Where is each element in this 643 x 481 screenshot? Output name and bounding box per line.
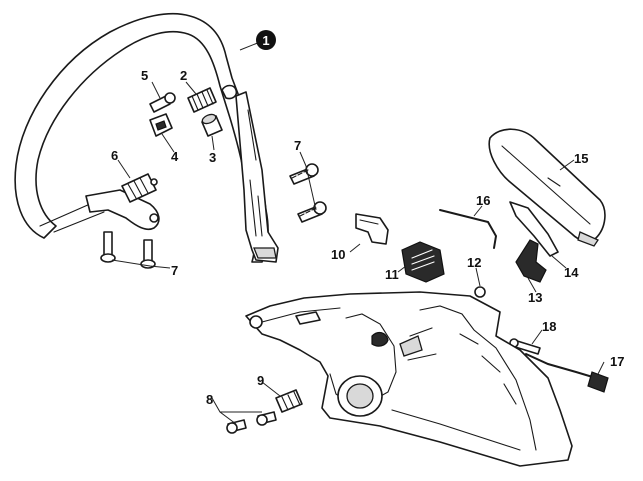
screws-8-part — [226, 411, 277, 434]
callout-3: 3 — [209, 150, 216, 165]
lever-13-part — [515, 239, 547, 283]
spring-6-part — [121, 173, 158, 203]
callout-8: 8 — [206, 392, 213, 407]
callout-7-upper: 7 — [294, 138, 301, 153]
callout-16: 16 — [476, 193, 490, 208]
callout-15: 15 — [574, 151, 588, 166]
choke-rod-17-part — [525, 353, 609, 393]
callout-1: 1 — [262, 33, 269, 48]
callout-2: 2 — [180, 68, 187, 83]
bracket-10-part — [355, 213, 389, 245]
callout-6: 6 — [111, 148, 118, 163]
spring-9-part — [275, 389, 303, 413]
callout-18: 18 — [542, 319, 556, 334]
callout-labels: 1 2 3 4 5 6 7 7 8 9 10 11 12 13 14 15 16… — [111, 30, 624, 407]
callout-9: 9 — [257, 373, 264, 388]
callout-14: 14 — [564, 265, 579, 280]
callout-13: 13 — [528, 290, 542, 305]
clamp-nut-part — [149, 113, 173, 137]
spring-part — [187, 87, 217, 113]
throttle-rod-16-part — [439, 209, 498, 249]
callout-12: 12 — [467, 255, 481, 270]
front-handle-part — [14, 12, 279, 263]
bushing-part — [201, 113, 223, 137]
pin-18-part — [509, 338, 541, 355]
callout-badge-1 — [256, 30, 276, 50]
callout-4: 4 — [171, 149, 179, 164]
trigger-14-part — [509, 201, 559, 257]
callout-5: 5 — [141, 68, 148, 83]
handle-cover-15-part — [488, 128, 606, 247]
callout-11: 11 — [385, 267, 399, 282]
callout-7-lower: 7 — [171, 263, 178, 278]
screw-5-part — [149, 92, 176, 113]
callout-10: 10 — [331, 247, 345, 262]
callout-17: 17 — [610, 354, 624, 369]
crankcase-housing-part — [245, 291, 573, 467]
leader-lines — [111, 41, 605, 425]
filter-cover-11-part — [401, 241, 445, 283]
ring-12-part — [474, 286, 486, 298]
bolts-7-upper-part — [289, 163, 327, 223]
